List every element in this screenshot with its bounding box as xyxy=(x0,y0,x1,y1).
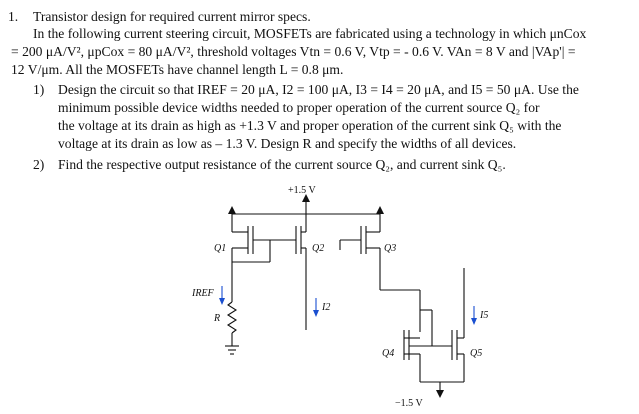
part-1-line-1: Design the circuit so that IREF = 20 μA,… xyxy=(58,82,579,97)
problem-number: 1. xyxy=(8,9,19,24)
vdd-right-arrow-icon xyxy=(376,206,384,214)
q5-label: Q5 xyxy=(470,348,483,359)
resistor-r-icon xyxy=(226,301,238,334)
vdd-left-arrow-icon xyxy=(228,206,236,214)
q4-label: Q4 xyxy=(382,348,395,359)
vdd-arrow-icon xyxy=(302,194,310,202)
intro-line-1: In the following current steering circui… xyxy=(33,26,587,41)
iref-label: IREF xyxy=(192,288,214,299)
part-2-line-1: Find the respective output resistance of… xyxy=(58,157,506,172)
intro-line-2: = 200 μA/V², μpCox = 80 μA/V², threshold… xyxy=(11,44,576,59)
part-2-number: 2) xyxy=(33,157,45,172)
part-1-line-4: voltage at its drain as low as – 1.3 V. … xyxy=(58,136,517,151)
q1-label: Q1 xyxy=(214,243,227,254)
i5-label: I5 xyxy=(480,310,489,321)
i2-label: I2 xyxy=(322,302,331,313)
i5-arrow-icon xyxy=(471,318,477,325)
part-1-line-2: minimum possible device widths needed to… xyxy=(58,100,540,115)
vss-arrow-icon xyxy=(436,390,444,398)
i2-arrow-icon xyxy=(313,310,319,317)
part-1-number: 1) xyxy=(33,82,45,97)
iref-arrow-icon xyxy=(219,298,225,305)
q2-label: Q2 xyxy=(312,243,325,254)
q3-label: Q3 xyxy=(384,243,397,254)
vss-label: −1.5 V xyxy=(395,398,423,409)
intro-line-3: 12 V/μm. All the MOSFETs have channel le… xyxy=(11,62,344,77)
r-label: R xyxy=(214,313,221,324)
problem-title: Transistor design for required current m… xyxy=(33,9,311,24)
part-1-line-3: the voltage at its drain as high as +1.3… xyxy=(58,118,562,133)
vdd-label: +1.5 V xyxy=(288,185,316,196)
